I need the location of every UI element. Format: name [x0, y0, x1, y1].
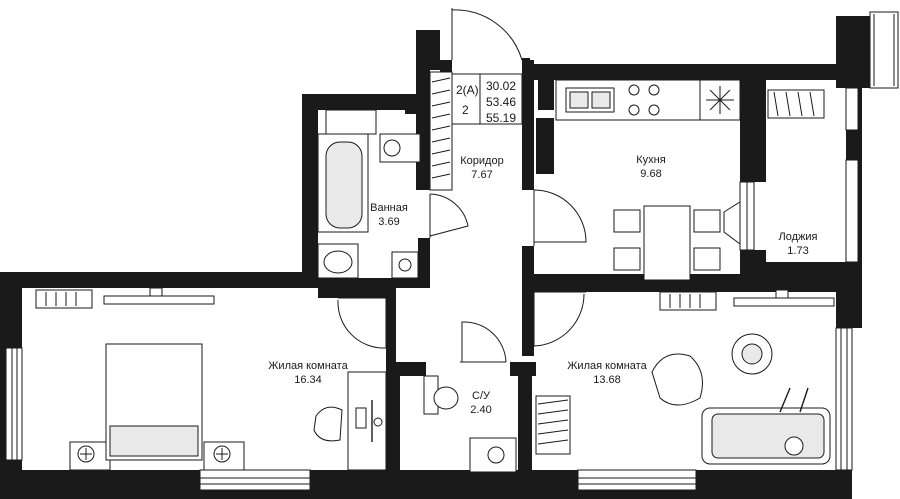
wc-name: С/У [472, 390, 491, 402]
kitchen-area: 9.68 [640, 168, 661, 180]
living-room-1-name: Жилая комната [268, 360, 348, 372]
right-living-fixtures [651, 289, 835, 465]
living-room-1-area: 16.34 [294, 374, 322, 386]
living-room-2-name: Жилая комната [567, 360, 647, 372]
wardrobes [429, 71, 825, 455]
apartment-type-code: 2(A) [456, 83, 479, 97]
walls [0, 16, 870, 499]
left-living-fixtures [35, 287, 387, 471]
room-labels: Коридор 7.67 Ванная 3.69 Кухня 9.68 Лодж… [268, 154, 817, 416]
wc-area: 2.40 [470, 404, 491, 416]
living-room-2-area: 13.68 [593, 374, 621, 386]
apartment-area-with-loggia: 55.19 [486, 111, 516, 125]
apartment-rooms-count: 2 [462, 103, 469, 117]
loggia-area: 1.73 [787, 245, 808, 257]
doors [337, 8, 587, 363]
bathroom-area: 3.69 [378, 216, 399, 228]
loggia-name: Лоджия [779, 231, 818, 243]
apartment-area-total: 53.46 [486, 95, 516, 109]
windows [5, 11, 899, 491]
kitchen-name: Кухня [636, 154, 665, 166]
wc-fixtures [423, 375, 517, 473]
kitchen-fixtures [555, 79, 741, 281]
apartment-area-living: 30.02 [486, 79, 516, 93]
corridor-name: Коридор [460, 155, 503, 167]
bathroom-name: Ванная [370, 202, 408, 214]
bathroom-fixtures [317, 109, 421, 279]
corridor-area: 7.67 [471, 169, 492, 181]
apartment-tag: 2(A) 2 30.02 53.46 55.19 [451, 73, 523, 125]
